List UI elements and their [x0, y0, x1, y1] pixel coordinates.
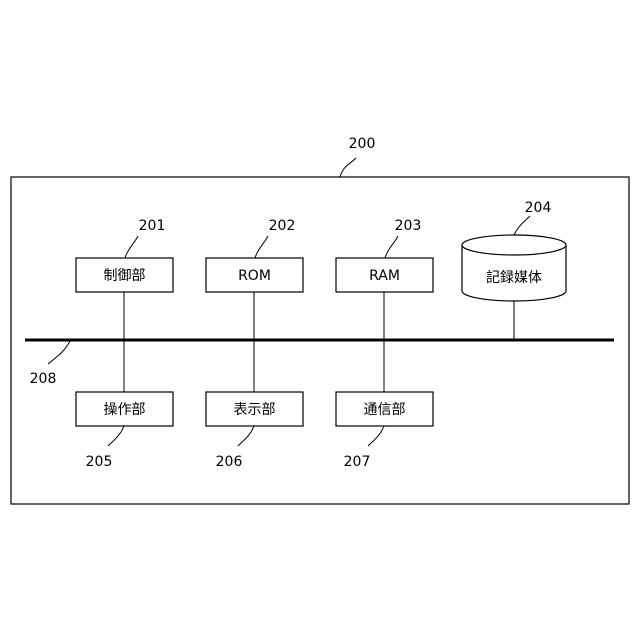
rom-ref-leader [255, 236, 268, 258]
display-unit-label: 表示部 [234, 402, 276, 418]
communication-ref: 207 [344, 454, 371, 470]
display-ref-leader [238, 426, 254, 446]
bus-ref: 208 [30, 371, 57, 387]
storage-label: 記録媒体 [486, 269, 542, 286]
control-ref: 201 [139, 218, 166, 234]
storage-cylinder [462, 235, 566, 301]
control-unit-label: 制御部 [104, 268, 146, 284]
storage-ref: 204 [525, 200, 552, 216]
operation-ref-leader [108, 426, 124, 446]
system-ref-leader [340, 158, 356, 177]
bus-ref-leader [48, 341, 70, 364]
rom-label: ROM [238, 268, 271, 284]
display-ref: 206 [216, 454, 243, 470]
operation-ref: 205 [86, 454, 113, 470]
operation-unit-label: 操作部 [104, 402, 146, 418]
system-ref: 200 [349, 136, 376, 152]
ram-ref: 203 [395, 218, 422, 234]
storage-ref-leader [514, 216, 530, 235]
communication-unit-label: 通信部 [364, 402, 406, 418]
control-ref-leader [125, 236, 138, 258]
communication-ref-leader [368, 426, 384, 446]
ram-ref-leader [385, 236, 398, 258]
ram-label: RAM [369, 268, 400, 284]
rom-ref: 202 [269, 218, 296, 234]
